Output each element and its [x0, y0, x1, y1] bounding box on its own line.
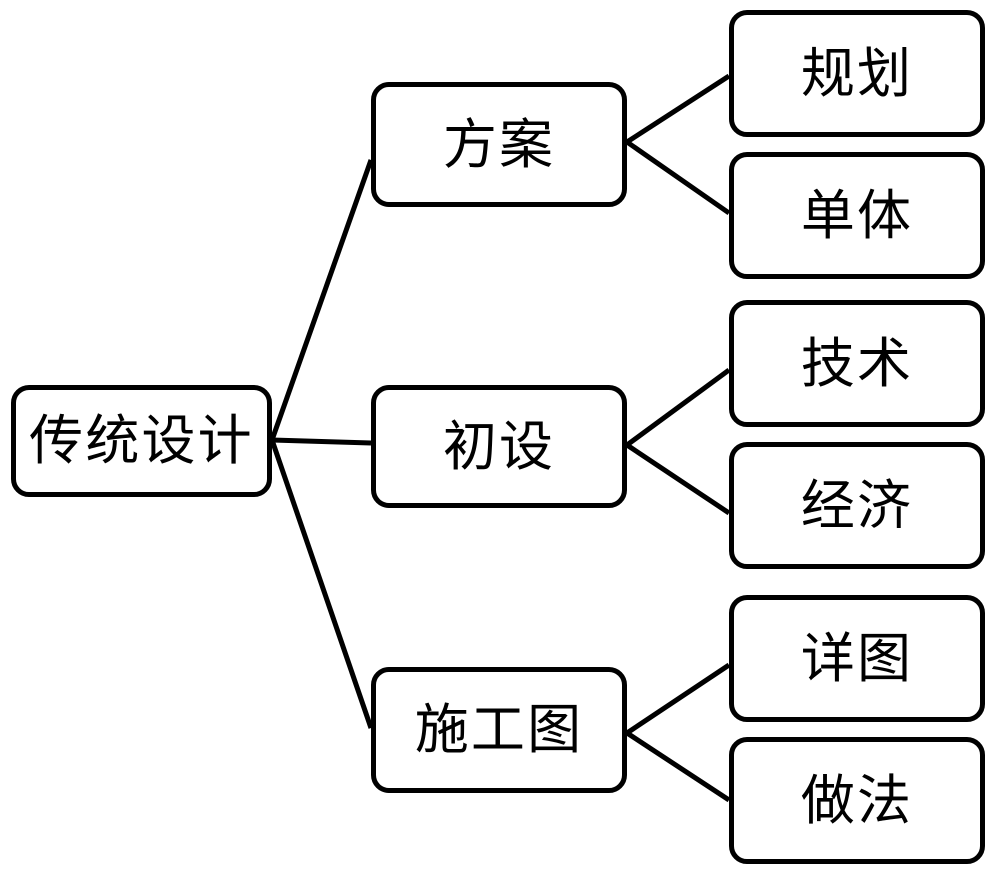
node-leaf-jingji-label: 经济 — [800, 473, 914, 537]
node-leaf-guihua[interactable]: 规划 — [729, 10, 985, 137]
edge-shigongtu-xiangtu — [625, 662, 731, 736]
edge-shigongtu-zuofa — [625, 730, 731, 803]
node-leaf-xiangtu[interactable]: 详图 — [729, 595, 985, 722]
edge-root-shigongtu — [269, 439, 374, 729]
node-leaf-guihua-label: 规划 — [800, 41, 914, 105]
node-leaf-xiangtu-label: 详图 — [800, 626, 914, 690]
edge-chushe-jingji — [625, 442, 731, 516]
edge-chushe-jishu — [625, 367, 731, 448]
node-leaf-jingji[interactable]: 经济 — [729, 442, 985, 569]
node-branch-fangan[interactable]: 方案 — [371, 82, 627, 207]
edge-fangan-danti — [625, 139, 731, 216]
edge-root-fangan — [269, 159, 374, 441]
node-leaf-jishu-label: 技术 — [800, 331, 914, 395]
edge-root-chushe — [271, 437, 372, 446]
node-branch-shigongtu[interactable]: 施工图 — [371, 667, 627, 793]
node-root-label: 传统设计 — [29, 409, 254, 472]
node-branch-chushe-label: 初设 — [442, 414, 556, 478]
node-leaf-jishu[interactable]: 技术 — [729, 300, 985, 427]
node-leaf-zuofa-label: 做法 — [800, 768, 914, 832]
edge-fangan-guihua — [625, 73, 731, 145]
node-leaf-zuofa[interactable]: 做法 — [729, 737, 985, 864]
node-branch-shigongtu-label: 施工图 — [414, 698, 584, 761]
node-branch-chushe[interactable]: 初设 — [371, 385, 627, 508]
node-leaf-danti[interactable]: 单体 — [729, 152, 985, 279]
node-root[interactable]: 传统设计 — [11, 385, 272, 497]
node-branch-fangan-label: 方案 — [442, 112, 556, 176]
node-leaf-danti-label: 单体 — [800, 183, 914, 247]
